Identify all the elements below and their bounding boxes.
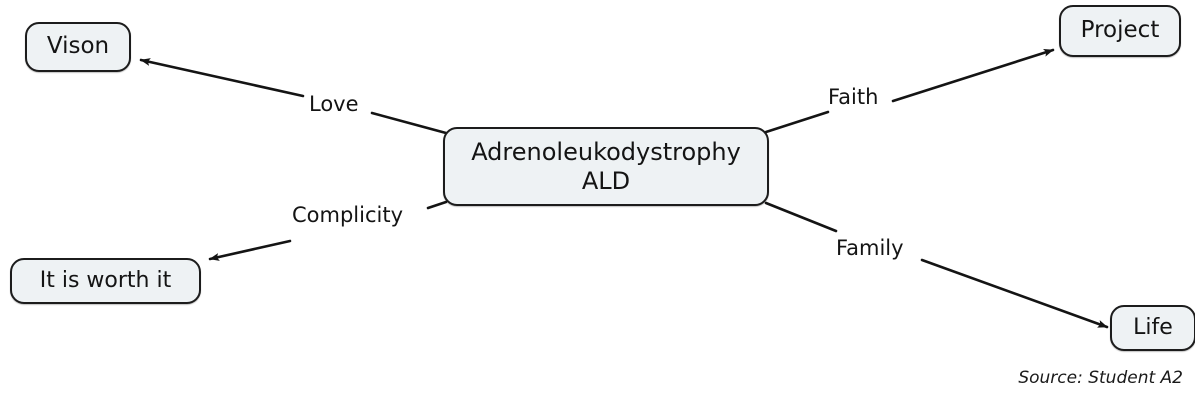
edge-complicity bbox=[208, 200, 448, 261]
node-vison-label: Vison bbox=[46, 33, 110, 60]
edge-label-family: Family bbox=[834, 236, 906, 261]
source-caption: Source: Student A2 bbox=[1018, 368, 1183, 388]
node-life[interactable]: Life bbox=[1110, 305, 1195, 351]
edge-label-love: Love bbox=[307, 92, 361, 117]
edge-faith bbox=[764, 48, 1055, 134]
edge-family bbox=[764, 201, 1109, 329]
node-project[interactable]: Project bbox=[1059, 5, 1181, 57]
edge-label-faith: Faith bbox=[826, 85, 881, 110]
node-central-concept[interactable]: Adrenoleukodystrophy ALD bbox=[443, 127, 769, 206]
node-life-label: Life bbox=[1133, 315, 1173, 341]
edge-label-complicity: Complicity bbox=[290, 203, 406, 228]
node-vison[interactable]: Vison bbox=[25, 22, 131, 72]
node-it-is-worth-it[interactable]: It is worth it bbox=[10, 258, 201, 304]
node-project-label: Project bbox=[1080, 17, 1160, 44]
node-it-is-worth-it-label: It is worth it bbox=[39, 268, 172, 294]
edge-love bbox=[139, 58, 448, 135]
node-central-concept-label: Adrenoleukodystrophy ALD bbox=[471, 138, 741, 195]
